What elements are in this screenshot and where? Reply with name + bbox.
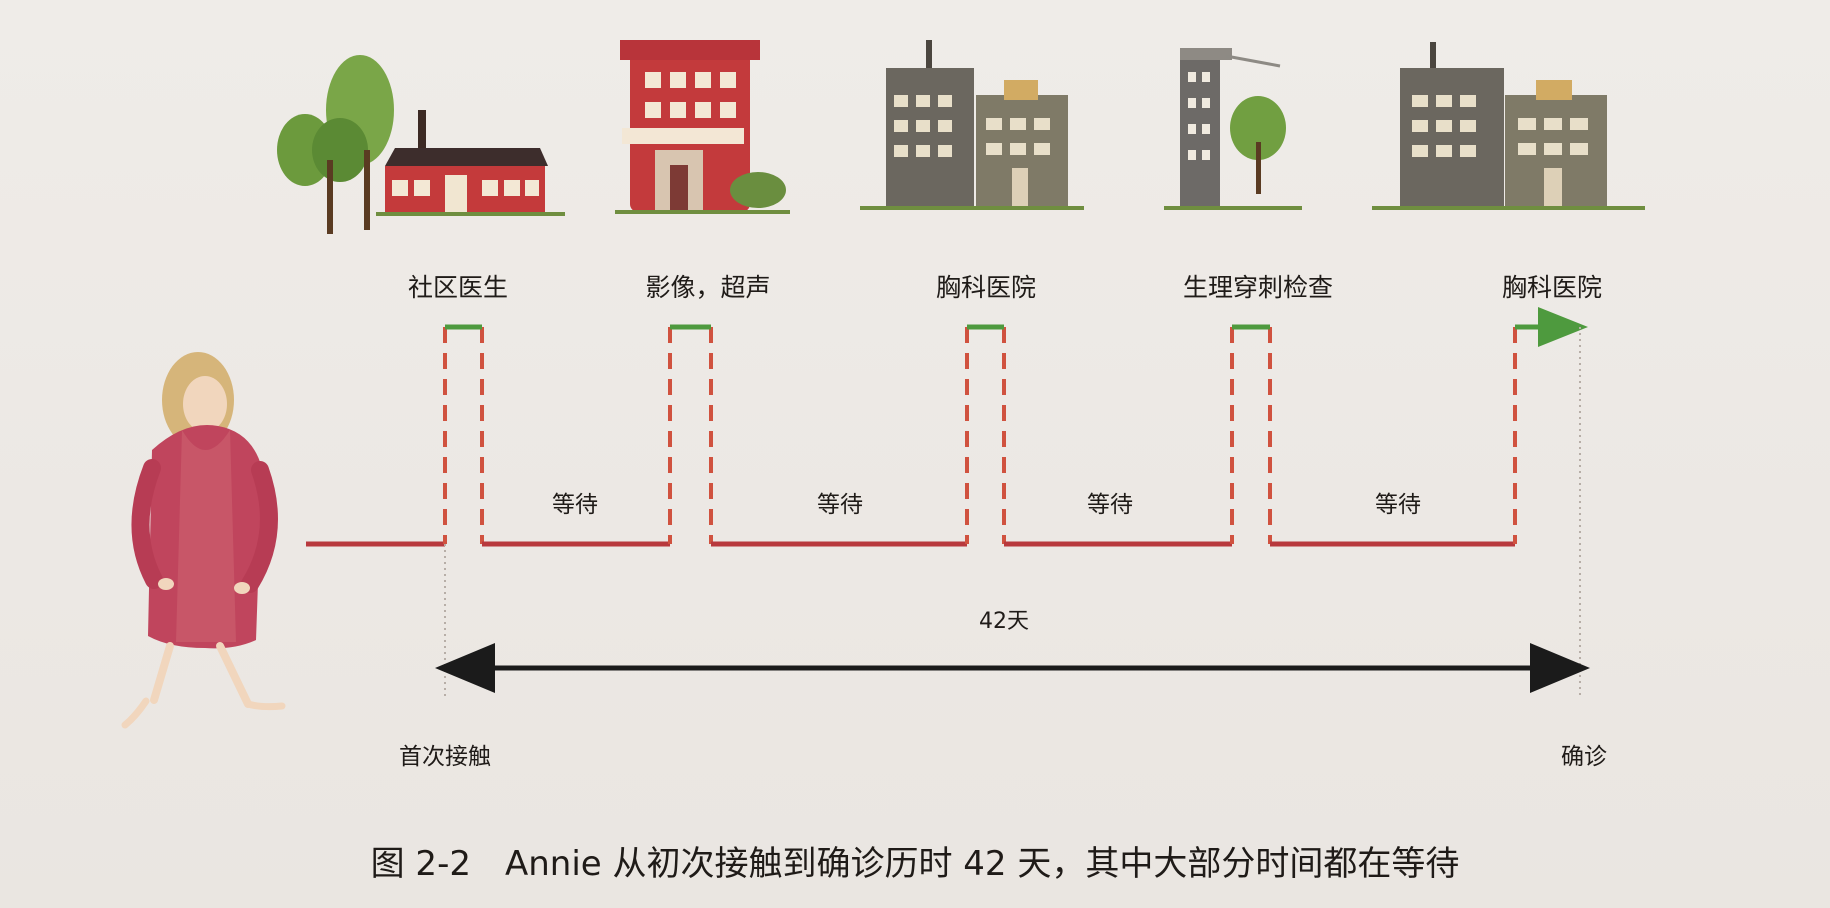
wait-label-2: 等待: [817, 492, 863, 518]
visit-marker-4: [1230, 324, 1272, 544]
patient-timeline: [306, 307, 1590, 698]
visit-marker-2: [668, 324, 713, 544]
biopsy-tower-building: [1164, 48, 1302, 210]
wait-label-3: 等待: [1087, 492, 1133, 518]
duration-label: 42天: [979, 609, 1029, 634]
clinic-building: [277, 55, 565, 234]
chest-hospital-building: [860, 40, 1084, 210]
stage-labels: 社区医生 影像，超声 胸科医院 生理穿刺检查 胸科医院: [408, 273, 1602, 302]
stage-label-2: 影像，超声: [645, 273, 770, 302]
figure-caption: 图 2-2 Annie 从初次接触到确诊历时 42 天，其中大部分时间都在等待: [371, 844, 1460, 884]
stage-label-1: 社区医生: [408, 273, 508, 302]
wait-label-1: 等待: [552, 492, 598, 518]
visit-marker-5: [1513, 307, 1588, 544]
wait-labels: 等待 等待 等待 等待: [552, 492, 1421, 518]
stage-label-4: 生理穿刺检查: [1183, 273, 1333, 302]
stage-label-5: 胸科医院: [1502, 273, 1602, 302]
patient-illustration: [121, 352, 286, 729]
wait-label-4: 等待: [1375, 492, 1421, 518]
end-label: 确诊: [1561, 744, 1607, 770]
stage-label-3: 胸科医院: [936, 273, 1036, 302]
chest-hospital-building: [1372, 42, 1645, 210]
start-label: 首次接触: [399, 744, 491, 770]
imaging-center-building: [615, 40, 790, 214]
visit-marker-3: [965, 324, 1006, 544]
visit-marker-1: [443, 324, 484, 544]
